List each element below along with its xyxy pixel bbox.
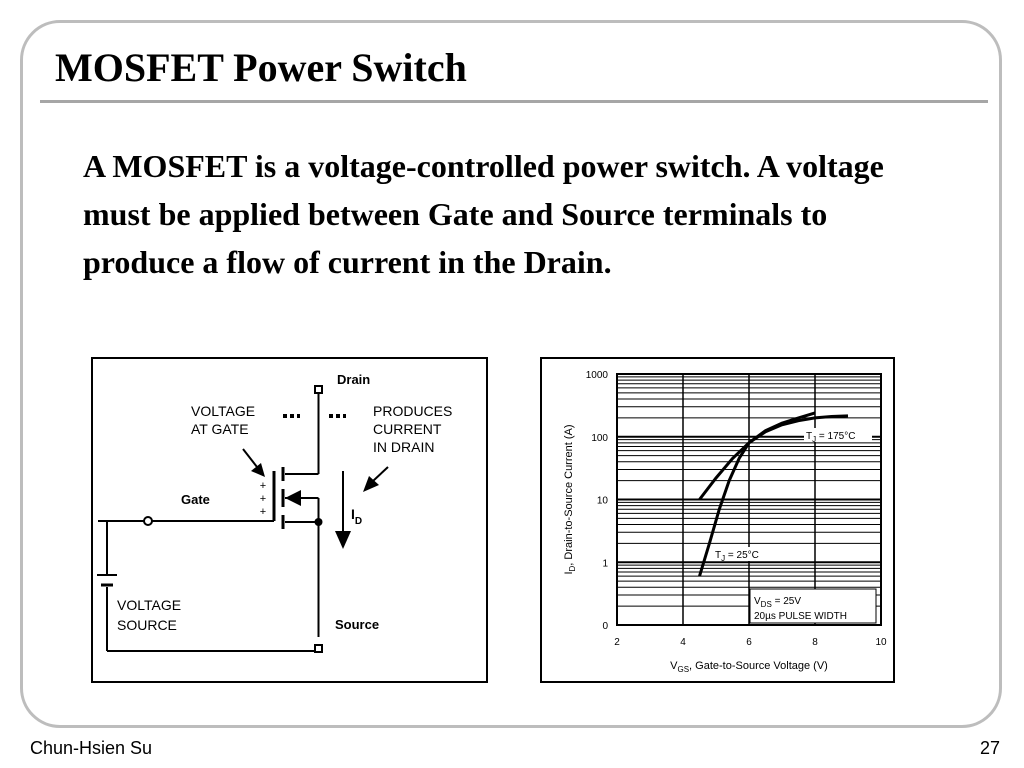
body-diode-arrow xyxy=(285,490,301,506)
series-label-tj-25: TJ = 25°C xyxy=(715,550,759,563)
annotation-pulse-width: 20µs PULSE WIDTH xyxy=(754,611,847,622)
x-tick-label: 8 xyxy=(812,637,818,648)
y-tick-label: 0 xyxy=(602,621,608,632)
annotation-vds: VDS = 25V xyxy=(754,596,801,609)
y-tick-label: 10 xyxy=(597,496,609,507)
annotation-box xyxy=(749,588,877,624)
series-label-tj-25-bg xyxy=(713,547,775,561)
x-axis-label: VGS, Gate-to-Source Voltage (V) xyxy=(670,660,828,674)
drain-current-arrow xyxy=(335,531,351,549)
produces-line2: CURRENT xyxy=(373,421,442,437)
plus-sign-1: + xyxy=(260,480,266,492)
voltage-at-gate-line2: AT GATE xyxy=(191,421,249,437)
source-label: Source xyxy=(335,617,379,632)
x-tick-label: 10 xyxy=(875,637,887,648)
gate-label: Gate xyxy=(181,492,210,507)
voltage-source-line2: SOURCE xyxy=(117,617,177,633)
x-tick-label: 4 xyxy=(680,637,686,648)
mosfet-circuit-diagram: + + + Drain Gate Source VOLTAGE AT GATE … xyxy=(91,357,488,683)
source-terminal xyxy=(314,644,323,653)
series-label-tj-175-bg xyxy=(804,428,872,442)
plus-sign-3: + xyxy=(260,506,266,518)
voltage-pointer-arrow xyxy=(251,463,265,477)
produces-line3: IN DRAIN xyxy=(373,439,434,455)
y-tick-label: 1 xyxy=(602,558,608,569)
source-junction xyxy=(314,518,323,526)
drain-label: Drain xyxy=(337,372,370,387)
series-label-tj-175: TJ = 175°C xyxy=(806,431,855,444)
x-tick-label: 2 xyxy=(614,637,620,648)
plus-sign-2: + xyxy=(260,493,266,505)
current-id-label: ID xyxy=(351,506,362,527)
current-pointer-arrow xyxy=(363,476,379,492)
y-axis-label: ID, Drain-to-Source Current (A) xyxy=(563,424,577,574)
x-tick-label: 6 xyxy=(746,637,752,648)
plot-frame xyxy=(616,373,882,626)
footer-author: Chun-Hsien Su xyxy=(30,738,153,758)
slide-body-text: A MOSFET is a voltage-controlled power s… xyxy=(83,148,884,280)
title-underline xyxy=(40,100,988,103)
y-tick-label: 100 xyxy=(591,433,608,444)
page-number: 27 xyxy=(979,738,1000,758)
series-tj-25-curve xyxy=(698,411,816,577)
produces-line1: PRODUCES xyxy=(373,403,452,419)
voltage-source-line1: VOLTAGE xyxy=(117,597,181,613)
voltage-at-gate-line1: VOLTAGE xyxy=(191,403,255,419)
slide-frame xyxy=(20,20,1002,728)
drain-terminal xyxy=(314,385,323,394)
slide-title: MOSFET Power Switch xyxy=(55,45,467,90)
y-tick-label: 1000 xyxy=(586,370,609,381)
circuit-svg: + + + Drain Gate Source VOLTAGE AT GATE … xyxy=(97,372,452,653)
gate-terminal xyxy=(143,516,153,526)
